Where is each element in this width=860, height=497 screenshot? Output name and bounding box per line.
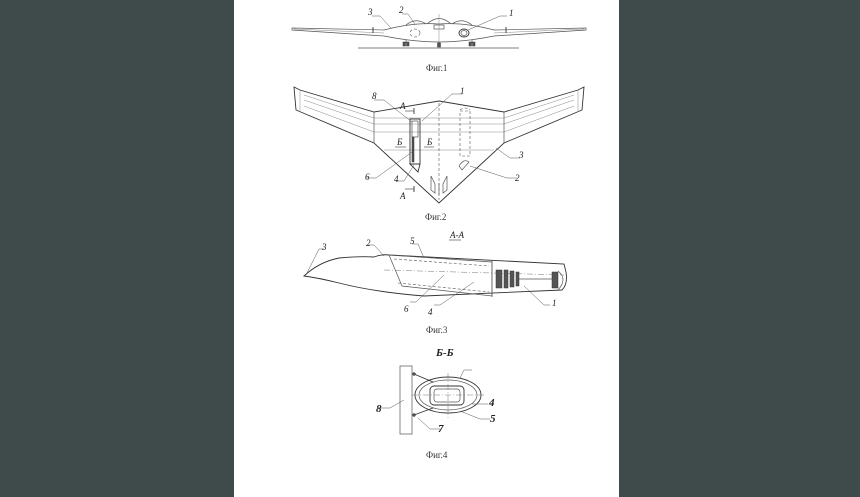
fig4-label-7: 7: [438, 423, 444, 435]
fig2-label-8: 8: [372, 91, 377, 101]
fig3-label-5: 5: [410, 236, 415, 246]
fig2-caption: Фиг.2: [425, 212, 446, 222]
fig3-caption: Фиг.3: [426, 325, 448, 335]
patent-drawing: 3 2 1 Фиг.1: [291, 5, 587, 460]
fig3-label-3: 3: [321, 242, 327, 252]
figure-4: Б-Б 8 7 4 5 Фиг.4: [376, 347, 496, 460]
fig1-label-2: 2: [399, 5, 404, 15]
fig3-section-title: А-А: [449, 230, 464, 240]
fig3-label-1: 1: [552, 298, 557, 308]
fig2-label-6: 6: [365, 172, 370, 182]
fig4-label-4: 4: [488, 397, 495, 409]
fig2-section-a-bottom: А: [399, 191, 406, 201]
fig2-label-3: 3: [518, 150, 524, 160]
fig3-label-6: 6: [404, 304, 409, 314]
fig1-label-3: 3: [367, 7, 373, 17]
fig4-caption: Фиг.4: [426, 450, 448, 460]
fig2-label-2: 2: [515, 173, 520, 183]
fig2-section-b-right: Б: [426, 137, 433, 147]
document-page: 3 2 1 Фиг.1: [234, 0, 619, 497]
fig2-label-1: 1: [460, 86, 465, 96]
figure-2: А А Б Б 8 1 6 4 3 2 Фиг.2: [293, 86, 585, 222]
fig2-label-4: 4: [394, 174, 399, 184]
fig2-section-b-left: Б: [396, 137, 403, 147]
fig4-label-8: 8: [376, 403, 382, 415]
figure-3: А-А 3 2 5 6 4 1 Фиг.3: [302, 230, 567, 335]
fig2-section-a-top: А: [399, 101, 406, 111]
fig1-label-1: 1: [509, 8, 514, 18]
fig1-caption: Фиг.1: [426, 63, 447, 73]
fig4-section-title: Б-Б: [435, 347, 454, 359]
figure-1: 3 2 1 Фиг.1: [291, 5, 587, 73]
fig4-label-5: 5: [490, 413, 496, 425]
fig3-label-2: 2: [366, 238, 371, 248]
fig3-label-4: 4: [428, 307, 433, 317]
